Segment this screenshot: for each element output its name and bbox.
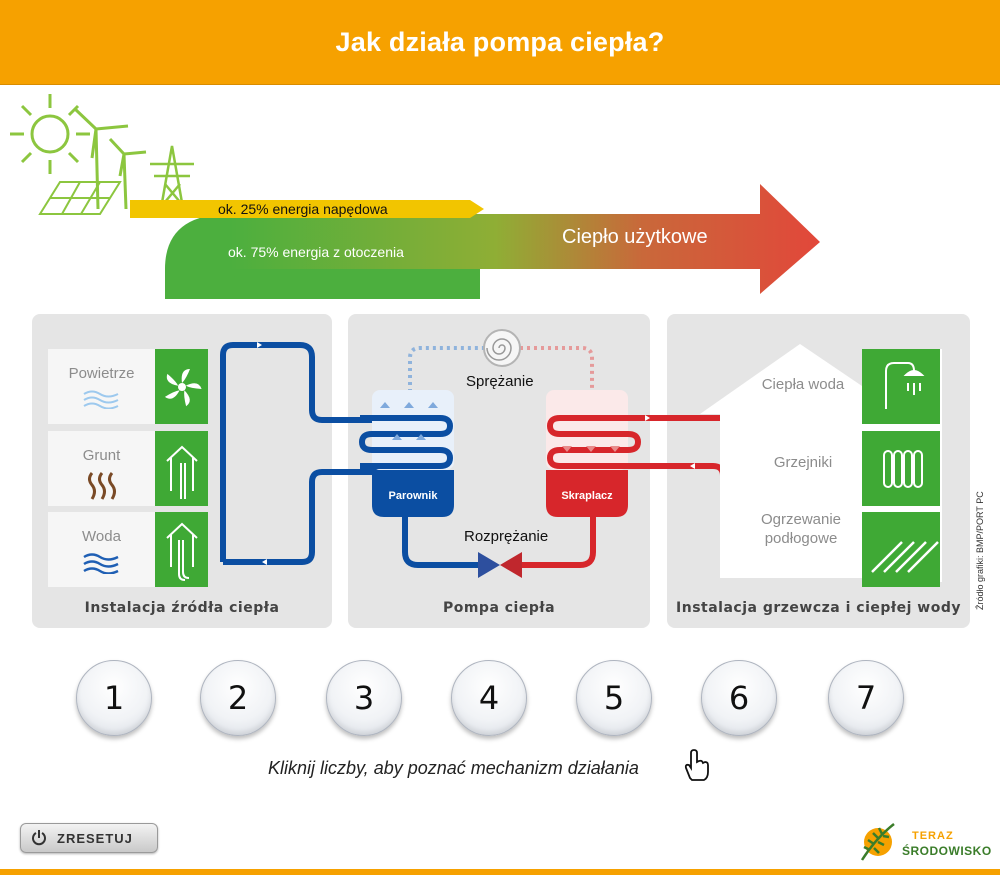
source-label-ground: Grunt bbox=[82, 447, 121, 464]
power-pylon-icon bbox=[150, 145, 194, 215]
wind-turbine-icon bbox=[73, 107, 147, 210]
step-button-6[interactable]: 6 bbox=[701, 660, 777, 736]
compression-label: Sprężanie bbox=[466, 373, 534, 390]
ground-house-icon bbox=[155, 431, 208, 506]
ground-heat-icon bbox=[88, 472, 116, 500]
step-button-3[interactable]: 3 bbox=[326, 660, 402, 736]
evaporator-label: Parownik bbox=[388, 490, 438, 502]
logo-text-srodowisko: ŚRODOWISKO bbox=[902, 844, 992, 858]
compressor-icon bbox=[483, 329, 521, 367]
condenser-icon bbox=[546, 390, 642, 517]
page-title: Jak działa pompa ciepła? bbox=[335, 26, 665, 57]
evaporator-icon bbox=[358, 390, 454, 517]
source-tile-ground: Grunt bbox=[48, 431, 155, 506]
shower-icon bbox=[862, 349, 940, 424]
heating-panel-label: Instalacja grzewcza i ciepłej wody bbox=[676, 600, 961, 616]
useful-heat-label: Ciepło użytkowe bbox=[562, 226, 708, 248]
source-panel-label: Instalacja źródła ciepła bbox=[84, 600, 280, 616]
energy-flow-graphic bbox=[10, 94, 820, 299]
heating-label-hot-water: Ciepła woda bbox=[761, 376, 845, 393]
expansion-label: Rozprężanie bbox=[464, 528, 549, 545]
ambient-energy-label: ok. 75% energia z otoczenia bbox=[228, 244, 404, 260]
teraz-srodowisko-logo bbox=[860, 823, 895, 861]
pump-panel-label: Pompa ciepła bbox=[442, 600, 556, 616]
logo-text-teraz: TERAZ bbox=[912, 830, 954, 842]
header-bar: Jak działa pompa ciepła? bbox=[0, 0, 1000, 85]
hand-pointer-icon bbox=[684, 749, 709, 781]
hint-text: Kliknij liczby, aby poznać mechanizm dzi… bbox=[268, 758, 639, 778]
step-button-7[interactable]: 7 bbox=[828, 660, 904, 736]
step-button-5[interactable]: 5 bbox=[576, 660, 652, 736]
solar-panel-icon bbox=[38, 181, 122, 215]
water-waves-icon bbox=[83, 553, 119, 574]
air-waves-icon bbox=[83, 390, 119, 409]
bottom-bar bbox=[0, 869, 1000, 875]
heating-label-floor: Ogrzewanie podłogowe bbox=[760, 511, 842, 547]
condenser-label: Skraplacz bbox=[561, 490, 613, 502]
source-tile-water: Woda bbox=[48, 512, 155, 587]
drive-energy-label: ok. 25% energia napędowa bbox=[218, 201, 388, 217]
step-button-1[interactable]: 1 bbox=[76, 660, 152, 736]
expansion-valve-icon bbox=[478, 552, 522, 578]
source-label-air: Powietrze bbox=[68, 365, 135, 382]
heat-pump-circuit bbox=[220, 329, 881, 578]
source-label-water: Woda bbox=[82, 528, 121, 545]
radiator-icon bbox=[862, 431, 940, 506]
power-icon bbox=[32, 830, 46, 846]
step-button-4[interactable]: 4 bbox=[451, 660, 527, 736]
image-credit: Źródło grafiki: BMP/PORT PC bbox=[975, 491, 985, 610]
floor-heating-icon bbox=[862, 512, 940, 587]
reset-button[interactable]: ZRESETUJ bbox=[20, 823, 158, 853]
source-tile-air: Powietrze bbox=[48, 349, 155, 424]
reset-label: ZRESETUJ bbox=[57, 830, 133, 846]
water-house-icon bbox=[155, 512, 208, 587]
fan-icon bbox=[155, 349, 208, 424]
sun-icon bbox=[10, 94, 90, 174]
step-button-2[interactable]: 2 bbox=[200, 660, 276, 736]
heating-label-radiators: Grzejniki bbox=[773, 454, 833, 471]
